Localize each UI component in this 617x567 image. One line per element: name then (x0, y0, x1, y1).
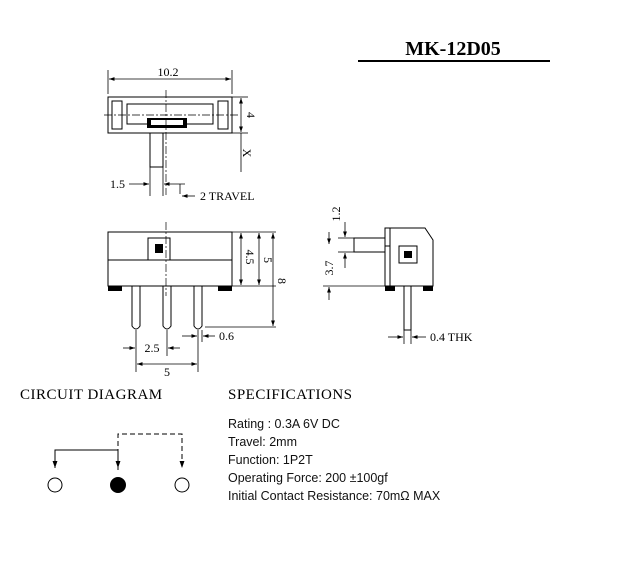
dim-pin-width: 1.5 (110, 177, 125, 191)
side-foot-left (385, 286, 395, 291)
spec-line-contact-resistance: Initial Contact Resistance: 70mΩ MAX (228, 489, 441, 503)
front-foot-left (108, 286, 122, 291)
dim-x-marker: X (240, 149, 254, 158)
top-actuator-stem (149, 132, 164, 168)
terminal-left (47, 477, 63, 493)
terminal-right (174, 477, 190, 493)
spec-line-travel: Travel: 2mm (228, 435, 297, 449)
front-body-lower (107, 259, 233, 287)
side-body (384, 227, 434, 287)
dim-side-height: 3.7 (322, 261, 336, 276)
dim-travel: 2 TRAVEL (200, 189, 255, 203)
front-pin-3 (193, 286, 203, 330)
front-view: 4.5 5 8 2.5 0.6 5 (107, 222, 289, 379)
spec-line-function: Function: 1P2T (228, 453, 313, 467)
side-pin (403, 285, 412, 331)
side-view: 1.2 3.7 0.4 THK (322, 207, 473, 344)
specifications-heading: SPECIFICATIONS (228, 387, 353, 403)
dim-front-overall-height: 8 (275, 278, 289, 284)
dim-side-actuator: 1.2 (329, 207, 343, 222)
dim-front-total-height: 5 (261, 257, 275, 263)
circuit-contact-dashed (117, 433, 185, 470)
dim-front-body-height: 4.5 (243, 250, 257, 265)
top-view: 10.2 4 X 1.5 2 TRAVEL (104, 65, 258, 203)
front-actuator-mark (155, 244, 163, 253)
dim-pin-span: 5 (164, 365, 170, 379)
front-foot-right (218, 286, 232, 291)
top-actuator-gap (151, 120, 183, 125)
front-pin-2 (162, 286, 172, 330)
side-window-mark (404, 251, 412, 258)
dim-top-width: 10.2 (158, 65, 179, 79)
spec-line-operating-force: Operating Force: 200 ±100gf (228, 471, 388, 485)
terminal-common (110, 477, 126, 493)
part-number-title: MK-12D05 (405, 38, 501, 60)
specifications: SPECIFICATIONS Rating : 0.3A 6V DC Trave… (228, 387, 441, 503)
dim-pin-thickness: 0.6 (219, 329, 234, 343)
dim-side-pin-thickness: 0.4 THK (430, 330, 473, 344)
side-actuator (353, 237, 386, 253)
side-foot-right (423, 286, 433, 291)
side-window (398, 245, 418, 264)
dim-top-height: 4 (244, 112, 258, 118)
dim-pin-pitch: 2.5 (145, 341, 160, 355)
spec-line-rating: Rating : 0.3A 6V DC (228, 417, 340, 431)
front-pin-1 (131, 286, 141, 330)
circuit-diagram: CIRCUIT DIAGRAM (20, 387, 190, 493)
front-actuator (147, 237, 171, 261)
circuit-diagram-heading: CIRCUIT DIAGRAM (20, 387, 163, 403)
title-block: MK-12D05 (358, 38, 550, 62)
circuit-contact-solid (52, 449, 119, 470)
